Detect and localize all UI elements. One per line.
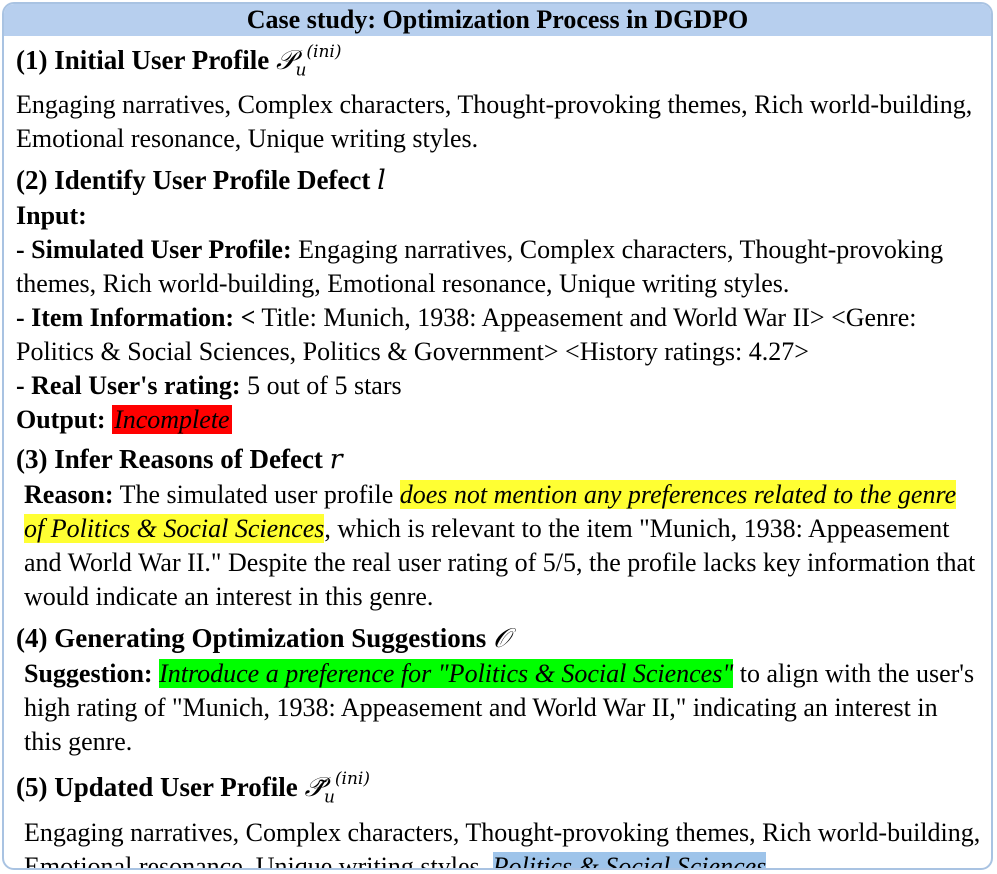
suggestion-paragraph: Suggestion: Introduce a preference for "… — [24, 659, 975, 757]
suggestion-symbol: 𝒪 — [493, 623, 511, 655]
card-title: Case study: Optimization Process in DGDP… — [246, 5, 749, 34]
section-4-title: (4) Generating Optimization Suggestions … — [16, 623, 511, 655]
section-3-title: (3) Infer Reasons of Defect r — [16, 444, 343, 476]
initial-profile-text: Engaging narratives, Complex characters,… — [16, 90, 973, 154]
profile-symbol: 𝒫 — [275, 45, 296, 76]
defect-symbol: l — [377, 165, 386, 197]
updated-profile-text: Engaging narratives, Complex characters,… — [16, 816, 981, 868]
updated-profile-symbol-sub: u — [323, 787, 335, 808]
item-information-line: - Item Information: < Title: Munich, 193… — [16, 303, 917, 367]
updated-profile-symbol: 𝒫̃ — [304, 772, 324, 804]
section-5-title: (5) Updated User Profile 𝒫̃u(ini) — [16, 769, 370, 808]
simulated-profile-line: - Simulated User Profile: Engaging narra… — [16, 235, 944, 299]
card-header: Case study: Optimization Process in DGDP… — [4, 4, 991, 36]
section-1-title: (1) Initial User Profile 𝒫u(ini) — [16, 42, 342, 81]
section-2-title: (2) Identify User Profile Defect l — [16, 165, 386, 197]
input-label: Input: — [16, 201, 87, 231]
updated-profile-symbol-sup: (ini) — [334, 769, 370, 790]
reason-paragraph: Reason: The simulated user profile does … — [24, 480, 976, 612]
output-line: Output: Incomplete — [16, 405, 232, 435]
profile-symbol-sup: (ini) — [306, 42, 342, 62]
real-rating-line: - Real User's rating: 5 out of 5 stars — [16, 371, 402, 401]
suggestion-highlight: Introduce a preference for "Politics & S… — [159, 659, 734, 689]
profile-symbol-sub: u — [295, 60, 307, 81]
card-content: (1) Initial User Profile 𝒫u(ini) Engagin… — [4, 36, 991, 868]
reason-symbol: r — [329, 444, 343, 476]
defect-input-block: Input: - Simulated User Profile: Engagin… — [16, 199, 981, 437]
output-badge: Incomplete — [112, 405, 232, 435]
updated-profile-highlight: Politics & Social Sciences — [492, 851, 767, 868]
